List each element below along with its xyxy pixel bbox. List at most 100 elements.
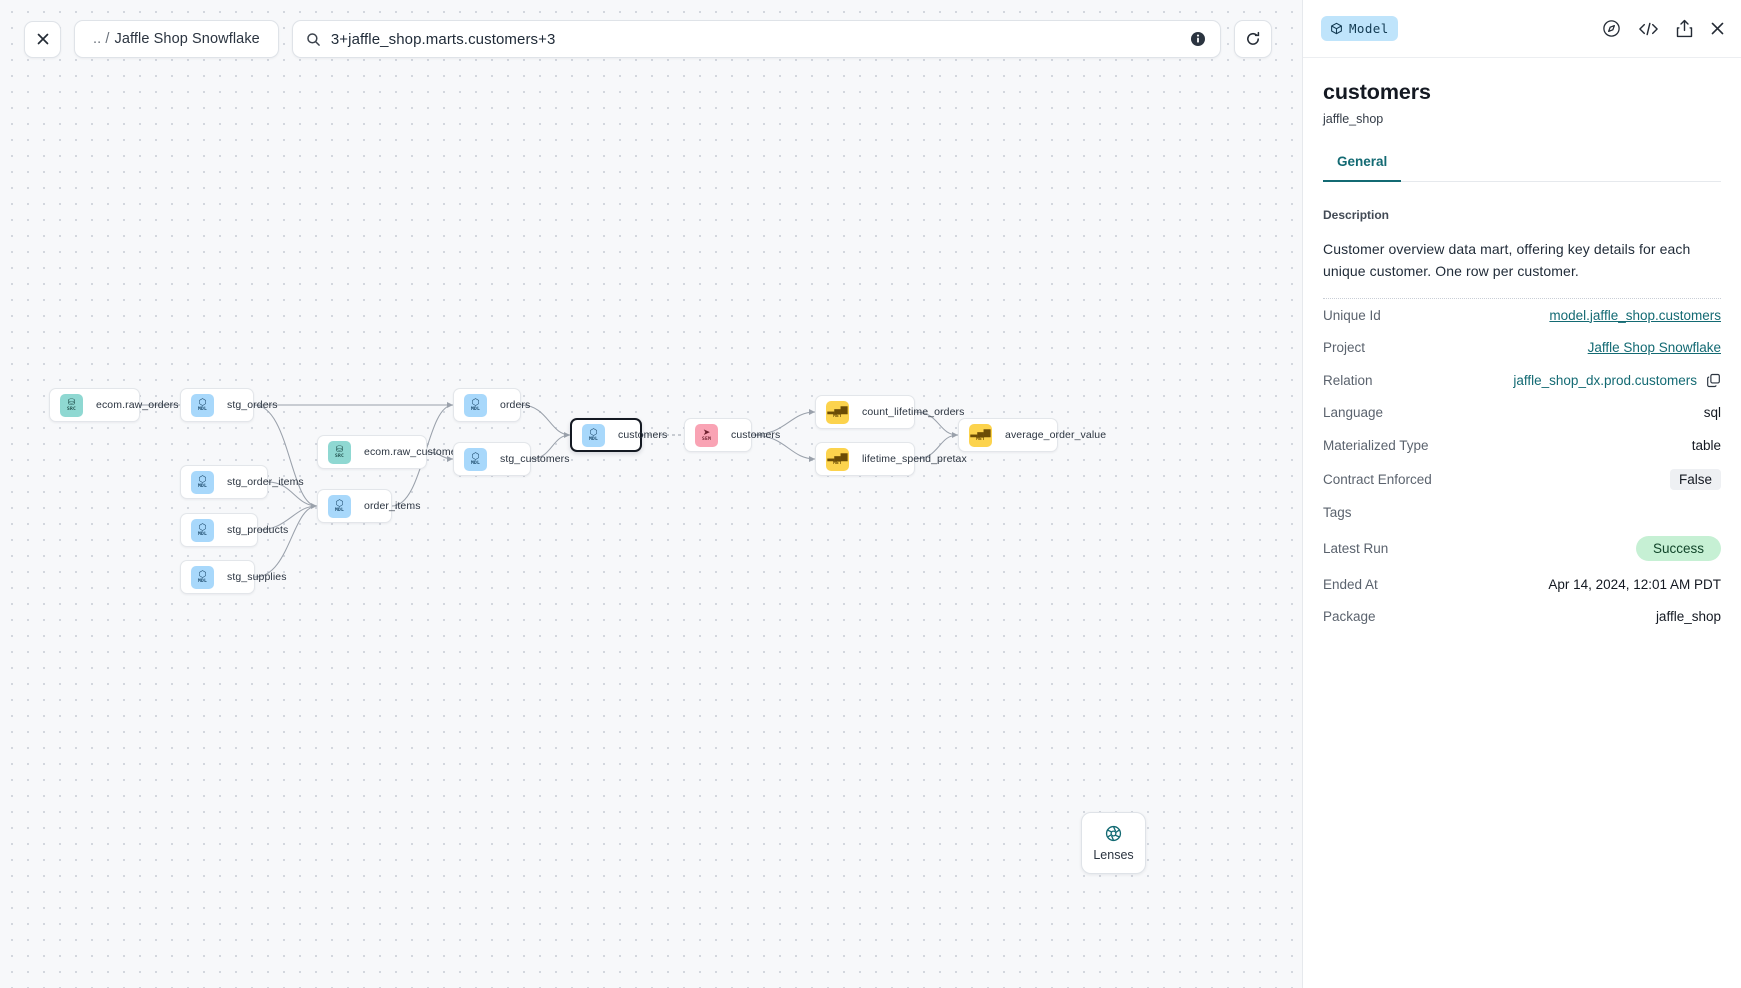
property-row: Ended At Apr 14, 2024, 12:01 AM PDT (1323, 568, 1721, 601)
property-row: Relation jaffle_shop_dx.prod.customers (1323, 364, 1721, 397)
lineage-node-label: stg_order_items (227, 476, 304, 488)
refresh-button[interactable] (1233, 20, 1272, 58)
lineage-node-label: order_items (364, 500, 421, 512)
lineage-node-ecom_raw_orders[interactable]: ⛁SRC ecom.raw_orders (49, 388, 179, 422)
lineage-node-label: count_lifetime_orders (862, 406, 965, 418)
lineage-node-order_items[interactable]: ⬡MDL order_items (317, 489, 420, 523)
close-panel-icon[interactable] (1710, 21, 1725, 36)
property-key: Materialized Type (1323, 437, 1429, 453)
property-value: sql (1703, 405, 1721, 421)
breadcrumb-project: Jaffle Shop Snowflake (114, 31, 260, 47)
property-row: Unique Id model.jaffle_shop.customers (1323, 299, 1721, 332)
mdl-badge-icon: ⬡MDL (191, 565, 214, 589)
panel-title-block: customers jaffle_shop (1303, 58, 1741, 126)
share-icon[interactable] (1676, 19, 1693, 38)
page-title: customers (1323, 80, 1431, 104)
met-badge-icon: ▂▄▆MET (826, 400, 849, 424)
lineage-node-label: stg_supplies (227, 571, 287, 583)
lineage-edges (140, 402, 959, 578)
property-key: Contract Enforced (1323, 471, 1432, 487)
lineage-node-customers_semantic[interactable]: ➤SEM customers (684, 418, 780, 452)
breadcrumb-prefix: .. / (93, 31, 110, 47)
lineage-node-stg_supplies[interactable]: ⬡MDL stg_supplies (180, 560, 286, 594)
close-icon (37, 33, 48, 45)
cube-icon (1331, 22, 1342, 35)
property-value: jaffle_shop (1655, 609, 1721, 625)
property-value: Apr 14, 2024, 12:01 AM PDT (1548, 576, 1721, 592)
mdl-badge-icon: ⬡MDL (191, 518, 214, 542)
property-key: Language (1323, 405, 1384, 421)
property-key: Ended At (1323, 576, 1378, 592)
lenses-icon (1105, 825, 1122, 842)
property-row: Contract Enforced False (1323, 462, 1721, 497)
property-value-group: Success (1635, 536, 1721, 561)
property-key: Unique Id (1323, 307, 1381, 323)
property-value-group: sql (1704, 405, 1721, 420)
lineage-node-count_lifetime_orders[interactable]: ▂▄▆MET count_lifetime_orders (815, 395, 964, 429)
canvas-toolbar: .. / Jaffle Shop Snowflake (0, 0, 1302, 78)
sem-badge-icon: ➤SEM (695, 423, 718, 447)
lenses-button[interactable]: Lenses (1081, 812, 1146, 874)
lineage-node-stg_customers[interactable]: ⬡MDL stg_customers (453, 442, 569, 476)
node-type-label: Model (1349, 21, 1389, 36)
panel-actions (1602, 19, 1725, 38)
close-lineage-button[interactable] (24, 20, 61, 58)
search-input[interactable] (330, 30, 1180, 48)
src-badge-icon: ⛁SRC (328, 440, 351, 464)
property-link[interactable]: model.jaffle_shop.customers (1549, 307, 1721, 323)
property-link[interactable]: Jaffle Shop Snowflake (1587, 340, 1721, 356)
copy-icon[interactable] (1706, 373, 1721, 388)
property-value-group: model.jaffle_shop.customers (1549, 308, 1721, 323)
property-value-group: Apr 14, 2024, 12:01 AM PDT (1548, 577, 1721, 592)
property-key: Relation (1323, 372, 1373, 388)
lineage-node-label: stg_customers (500, 453, 570, 465)
tab-general[interactable]: General (1323, 154, 1402, 182)
property-value-group: jaffle_shop (1656, 609, 1721, 624)
property-row: Language sql (1323, 397, 1721, 430)
details-panel: Model (1302, 0, 1741, 988)
page-subtitle: jaffle_shop (1323, 112, 1384, 126)
breadcrumb[interactable]: .. / Jaffle Shop Snowflake (74, 20, 279, 58)
description-label: Description (1323, 208, 1390, 222)
property-key: Project (1323, 340, 1366, 356)
property-value-group: Jaffle Shop Snowflake (1588, 340, 1721, 355)
lineage-node-stg_products[interactable]: ⬡MDL stg_products (180, 513, 288, 547)
description-text: Customer overview data mart, offering ke… (1323, 241, 1691, 279)
lineage-node-label: average_order_value (1005, 429, 1107, 441)
lineage-node-label: customers (618, 429, 668, 441)
lineage-node-stg_order_items[interactable]: ⬡MDL stg_order_items (180, 465, 304, 499)
status-badge: False (1669, 468, 1721, 490)
mdl-badge-icon: ⬡MDL (328, 494, 351, 518)
lineage-search[interactable] (291, 20, 1221, 58)
refresh-icon (1246, 31, 1260, 45)
panel-tabs: General (1323, 154, 1721, 182)
src-badge-icon: ⛁SRC (60, 393, 83, 417)
property-row: Tags (1323, 497, 1721, 530)
compass-icon[interactable] (1602, 19, 1621, 38)
mdl-badge-icon: ⬡MDL (191, 470, 214, 494)
mdl-badge-icon: ⬡MDL (464, 447, 487, 471)
code-icon[interactable] (1638, 21, 1659, 37)
property-value[interactable]: jaffle_shop_dx.prod.customers (1513, 372, 1697, 388)
met-badge-icon: ▂▄▆MET (826, 447, 849, 471)
info-icon[interactable] (1190, 31, 1206, 47)
lineage-node-label: customers (731, 429, 781, 441)
lineage-node-label: stg_products (227, 524, 289, 536)
lineage-node-label: ecom.raw_orders (96, 399, 179, 411)
panel-body: Description Customer overview data mart,… (1303, 182, 1741, 633)
property-value-group: jaffle_shop_dx.prod.customers (1513, 373, 1721, 388)
status-badge: Success (1635, 536, 1721, 561)
